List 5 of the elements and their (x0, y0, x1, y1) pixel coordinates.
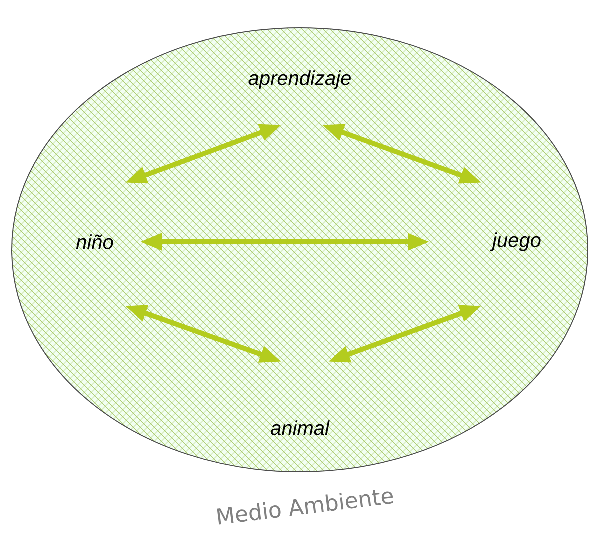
concept-label: aprendizaje (248, 70, 351, 90)
concept-label: niño (76, 234, 114, 250)
concept-label: animal (271, 420, 330, 436)
node-label: Medio Ambiente (217, 490, 394, 525)
concept-label: juego (490, 232, 541, 252)
